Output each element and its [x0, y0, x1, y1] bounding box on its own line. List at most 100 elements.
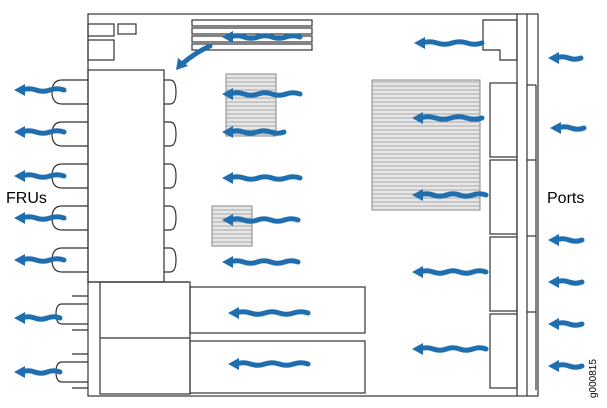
- airflow-arrow-shaft: [233, 309, 311, 317]
- airflow-arrowhead: [548, 318, 559, 330]
- airflow-arrow-shaft: [553, 320, 585, 328]
- airflow-arrow: [548, 360, 585, 372]
- airflow-arrow-shaft: [417, 191, 489, 199]
- airflow-arrowhead: [14, 84, 25, 96]
- airflow-arrowhead: [548, 234, 559, 246]
- airflow-arrow-shaft: [553, 362, 585, 370]
- airflow-arrow-shaft: [19, 172, 67, 180]
- airflow-arrow: [550, 122, 587, 134]
- airflow-arrowhead: [222, 256, 233, 268]
- fru-bay: [87, 69, 165, 283]
- airflow-arrow-shaft: [417, 114, 485, 122]
- airflow-arrow: [548, 276, 585, 288]
- airflow-arrowhead: [14, 366, 25, 378]
- heatsink-small: [211, 205, 253, 247]
- airflow-arrowhead: [222, 88, 233, 100]
- dimm-slot: [191, 19, 313, 27]
- rear-connector: [482, 19, 518, 61]
- port-cage: [489, 313, 518, 389]
- airflow-arrowhead: [222, 214, 233, 226]
- airflow-arrow-shaft: [233, 360, 311, 368]
- airflow-arrowhead: [228, 307, 239, 319]
- airflow-arrow: [14, 84, 67, 96]
- airflow-arrow: [548, 234, 585, 246]
- port-cage: [489, 159, 518, 235]
- airflow-arrow-shaft: [417, 345, 489, 353]
- airflow-arrow: [412, 266, 489, 278]
- airflow-arrow: [412, 189, 489, 201]
- airflow-arrow-shaft: [19, 214, 67, 222]
- airflow-arrow-shaft: [227, 216, 301, 224]
- airflow-arrow: [548, 52, 584, 64]
- heatsink-large: [371, 79, 481, 211]
- dimm-slot: [191, 27, 313, 35]
- airflow-arrow-shaft: [19, 256, 67, 264]
- airflow-arrowhead: [14, 312, 25, 324]
- airflow-arrow-shaft: [227, 90, 303, 98]
- airflow-arrow: [412, 112, 485, 124]
- psu-module-bottom: [189, 340, 366, 394]
- airflow-arrow: [222, 172, 303, 184]
- heatsink-cpu: [225, 73, 277, 137]
- airflow-arrowhead: [412, 189, 423, 201]
- airflow-curved-arrowhead: [176, 58, 188, 70]
- airflow-arrows: [14, 31, 587, 378]
- airflow-arrow-shaft: [419, 39, 485, 47]
- airflow-arrowhead: [222, 31, 233, 43]
- figure-id: g000815: [588, 359, 599, 398]
- airflow-arrow: [14, 170, 67, 182]
- airflow-arrow: [228, 307, 311, 319]
- airflow-arrow-shaft: [19, 128, 67, 136]
- airflow-arrowhead: [222, 172, 233, 184]
- airflow-arrowhead: [412, 112, 423, 124]
- airflow-arrow: [222, 214, 301, 226]
- airflow-arrow-shaft: [227, 128, 287, 136]
- airflow-arrow: [222, 88, 303, 100]
- airflow-arrowhead: [14, 170, 25, 182]
- airflow-arrow: [14, 126, 67, 138]
- ports-label: Ports: [547, 190, 585, 207]
- connector-block: [87, 23, 115, 37]
- airflow-arrow-shaft: [227, 33, 303, 41]
- airflow-arrow: [222, 126, 287, 138]
- airflow-arrowhead: [14, 126, 25, 138]
- airflow-arrowhead: [14, 212, 25, 224]
- airflow-arrow-shaft: [19, 86, 67, 94]
- port-cage: [489, 82, 518, 158]
- airflow-arrow-shaft: [227, 174, 303, 182]
- airflow-curved-arrow: [179, 43, 213, 67]
- airflow-arrow: [548, 318, 585, 330]
- airflow-arrow: [14, 254, 67, 266]
- airflow-arrow-shaft: [553, 54, 584, 62]
- airflow-arrow-shaft: [417, 268, 489, 276]
- airflow-arrow-shaft: [19, 368, 63, 376]
- airflow-arrow: [14, 366, 63, 378]
- airflow-arrow-shaft: [553, 278, 585, 286]
- airflow-arrowhead: [550, 122, 561, 134]
- small-chip: [117, 23, 137, 35]
- airflow-arrowhead: [414, 37, 425, 49]
- airflow-arrowhead: [228, 358, 239, 370]
- psu-module-top: [189, 286, 366, 334]
- airflow-arrow-shaft: [227, 258, 301, 266]
- airflow-arrow-shaft: [19, 314, 63, 322]
- airflow-arrowhead: [222, 126, 233, 138]
- connector-block-lower: [87, 39, 115, 61]
- airflow-arrow: [414, 37, 485, 49]
- airflow-arrowhead: [548, 360, 559, 372]
- airflow-arrowhead: [412, 266, 423, 278]
- airflow-arrowhead: [548, 52, 559, 64]
- airflow-arrow: [222, 31, 303, 43]
- airflow-arrowhead: [412, 343, 423, 355]
- airflow-arrow-shaft: [553, 236, 585, 244]
- port-cage: [489, 236, 518, 312]
- chassis: [51, 13, 539, 397]
- airflow-arrow-shaft: [555, 124, 587, 132]
- airflow-arrow: [222, 256, 301, 268]
- fru-handles: [51, 79, 177, 273]
- airflow-arrowhead: [14, 254, 25, 266]
- airflow-arrowhead: [548, 276, 559, 288]
- airflow-arrow: [14, 212, 67, 224]
- dimm-slot: [191, 43, 313, 51]
